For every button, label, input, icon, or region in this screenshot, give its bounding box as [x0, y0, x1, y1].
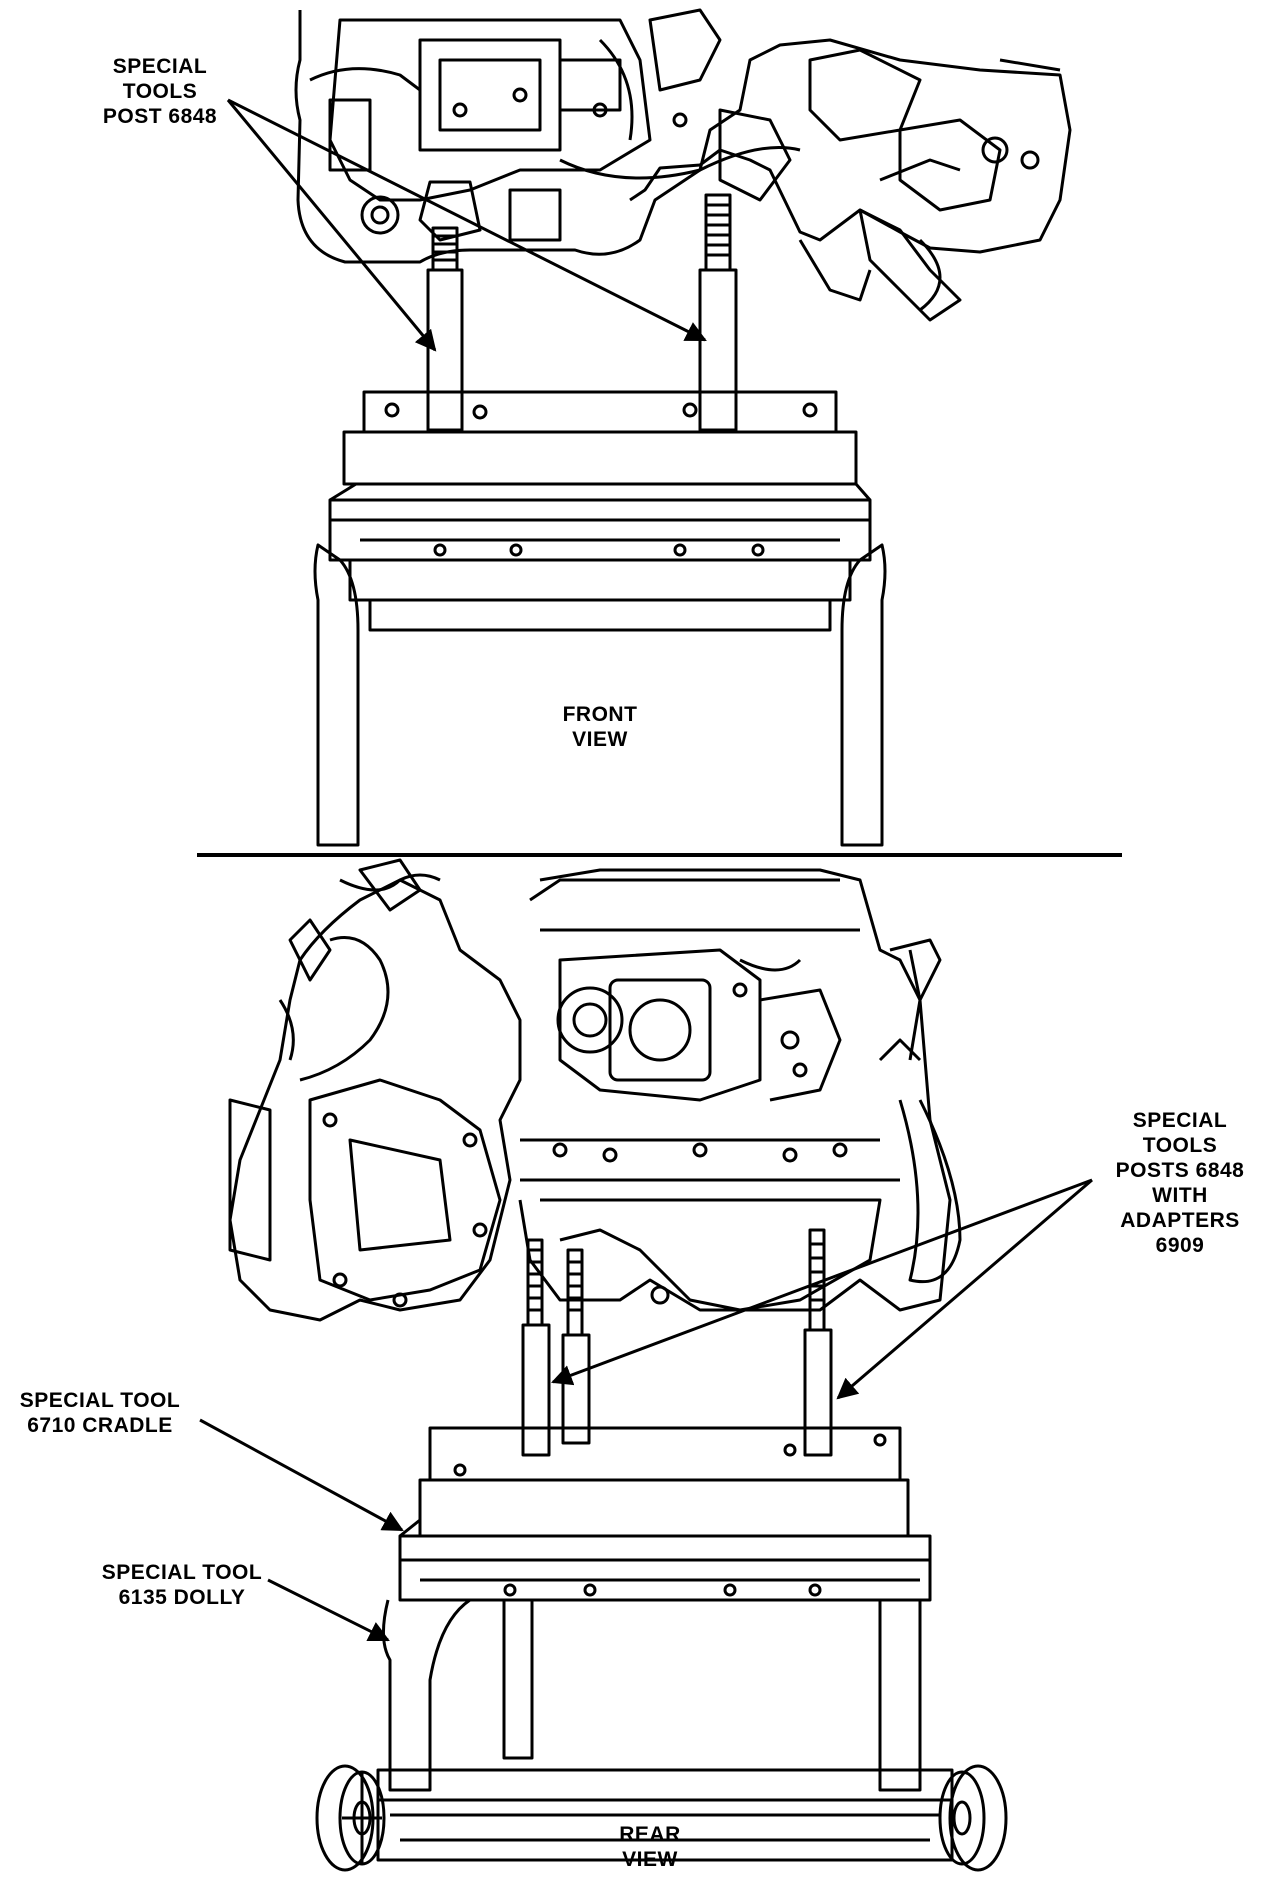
- front-engine-illustration: [294, 8, 1072, 322]
- caption-front-view: FRONT VIEW: [562, 703, 638, 751]
- callout-special-tool-6710-cradle: SPECIAL TOOL 6710 CRADLE: [19, 1389, 181, 1437]
- caption-rear-view: REAR VIEW: [619, 1823, 681, 1871]
- rear-view: [199, 858, 1093, 1872]
- front-view: [226, 8, 1072, 847]
- rear-posts-6848-adapters: [521, 1228, 833, 1457]
- callout-special-tools-post-6848: SPECIAL TOOLS POST 6848: [102, 55, 218, 128]
- rear-engine-illustration: [228, 858, 962, 1322]
- dolly-wheel-right: [938, 1764, 1008, 1872]
- front-callout-arrows: [226, 98, 707, 352]
- front-cradle-dolly: [313, 390, 887, 847]
- callout-special-tools-posts-6848-adapters-6909: SPECIAL TOOLS POSTS 6848 WITH ADAPTERS 6…: [1115, 1109, 1245, 1257]
- dolly-wheel-left: [315, 1764, 386, 1872]
- callout-special-tool-6135-dolly: SPECIAL TOOL 6135 DOLLY: [101, 1561, 263, 1609]
- rear-cradle-dolly: [315, 1426, 1008, 1872]
- rear-callout-arrows: [199, 1178, 1093, 1642]
